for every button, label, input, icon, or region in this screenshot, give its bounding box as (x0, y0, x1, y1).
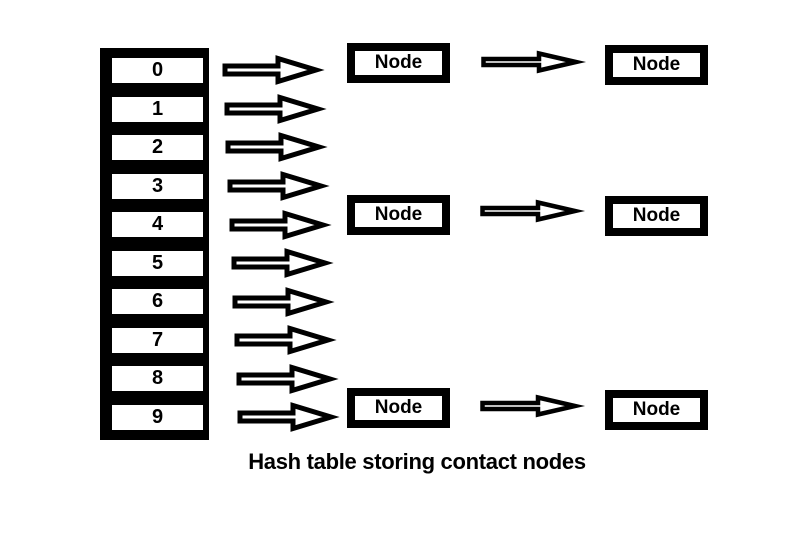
block-arrow-right-icon (227, 171, 330, 201)
block-arrow-right-icon (480, 199, 586, 223)
node-box: Node (605, 390, 708, 430)
node-box: Node (347, 195, 450, 235)
node-box: Node (347, 43, 450, 83)
hash-bucket-4: 4 (112, 212, 203, 237)
block-arrow-right-icon (231, 248, 334, 278)
block-arrow-right-icon (225, 132, 328, 162)
node-box: Node (605, 196, 708, 236)
hash-bucket-0: 0 (112, 58, 203, 83)
diagram-caption: Hash table storing contact nodes (248, 449, 586, 474)
block-arrow-right-icon (229, 210, 332, 240)
hash-bucket-8: 8 (112, 366, 203, 391)
hash-bucket-2: 2 (112, 135, 203, 160)
hash-bucket-5: 5 (112, 250, 203, 276)
block-arrow-right-icon (236, 364, 339, 394)
block-arrow-right-icon (481, 50, 587, 74)
block-arrow-right-icon (237, 402, 340, 432)
block-arrow-right-icon (222, 55, 325, 85)
block-arrow-right-icon (234, 325, 337, 355)
block-arrow-right-icon (232, 287, 335, 317)
hash-bucket-9: 9 (112, 404, 203, 430)
block-arrow-right-icon (480, 394, 586, 418)
block-arrow-right-icon (224, 94, 327, 124)
hash-bucket-1: 1 (112, 96, 203, 122)
hash-bucket-3: 3 (112, 173, 203, 199)
node-box: Node (347, 388, 450, 428)
hash-bucket-7: 7 (112, 327, 203, 353)
hash-table: 0 1 2 3 4 5 6 7 8 9 (100, 48, 209, 440)
hash-bucket-6: 6 (112, 289, 203, 314)
node-box: Node (605, 45, 708, 85)
